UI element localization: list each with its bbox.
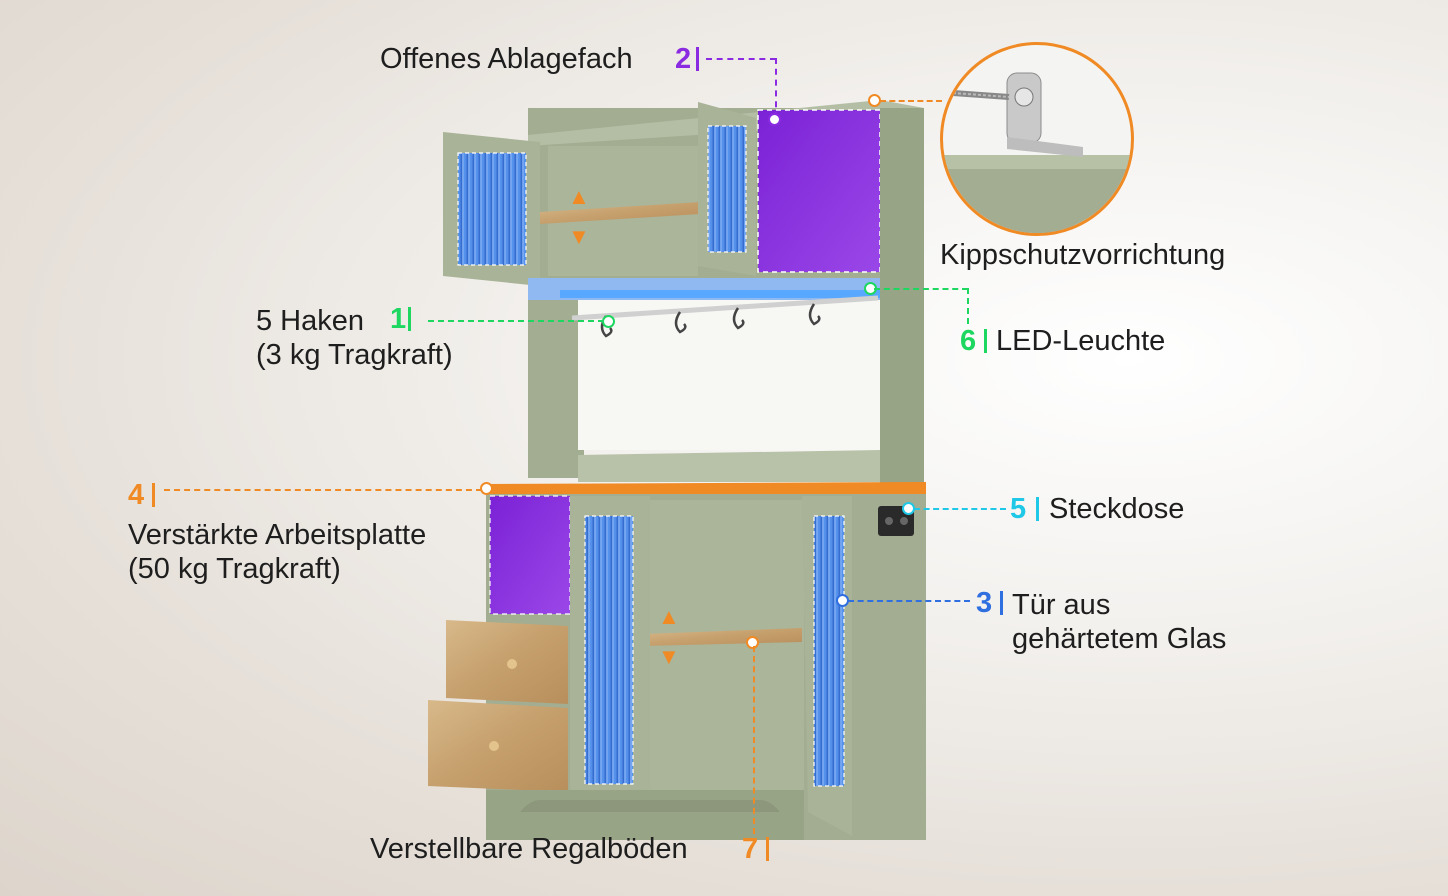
up-arrow-icon: ▲ xyxy=(568,184,590,209)
connector-line xyxy=(874,288,968,290)
connector-line xyxy=(753,646,755,834)
label-hooks-line1: 5 Haken xyxy=(256,305,365,337)
connector-line xyxy=(967,288,969,324)
marker-dot xyxy=(746,636,759,649)
label-led: LED-Leuchte xyxy=(996,325,1166,357)
connector-line xyxy=(914,508,1006,510)
marker-dot xyxy=(868,94,881,107)
label-countertop-line2: (50 kg Tragkraft) xyxy=(128,553,341,585)
lower-shelf xyxy=(644,628,802,646)
marker-dot xyxy=(768,113,781,126)
number-2: 2 xyxy=(675,43,692,75)
drawer-top[interactable] xyxy=(446,620,568,704)
middle-section xyxy=(528,278,880,482)
number-4: 4 xyxy=(128,479,145,511)
countertop xyxy=(486,482,926,496)
marker-bar xyxy=(766,837,769,861)
label-glass-door-line2: gehärtetem Glas xyxy=(1012,623,1227,655)
marker-dot xyxy=(480,482,493,495)
hook-rail xyxy=(571,295,879,321)
label-anti-tip: Kippschutzvorrichtung xyxy=(940,239,1226,271)
number-5: 5 xyxy=(1010,493,1027,525)
marker-bar xyxy=(984,329,987,353)
number-1: 1 xyxy=(390,303,407,335)
marker-bar xyxy=(696,47,699,71)
number-7: 7 xyxy=(742,833,759,865)
up-arrow-icon: ▲ xyxy=(658,604,680,629)
down-arrow-icon: ▼ xyxy=(568,224,590,249)
led-strip xyxy=(560,290,880,298)
number-6: 6 xyxy=(960,325,977,357)
connector-line xyxy=(880,100,942,102)
anti-tip-inset xyxy=(940,42,1134,236)
lower-cabinet xyxy=(428,494,926,840)
connector-line xyxy=(706,58,776,60)
label-glass-door-line1: Tür aus xyxy=(1012,589,1111,621)
label-open-compartment: Offenes Ablagefach xyxy=(380,43,633,75)
label-socket: Steckdose xyxy=(1049,493,1185,525)
down-arrow-icon: ▼ xyxy=(658,644,680,669)
marker-bar xyxy=(1000,591,1003,615)
lower-open-compartment xyxy=(489,495,571,615)
anti-tip-bracket-icon xyxy=(943,72,1131,233)
label-hooks-line2: (3 kg Tragkraft) xyxy=(256,339,453,371)
label-countertop-line1: Verstärkte Arbeitsplatte xyxy=(128,519,427,551)
connector-line xyxy=(164,489,482,491)
connector-line xyxy=(848,600,970,602)
connector-line xyxy=(428,320,604,322)
number-3: 3 xyxy=(976,587,993,619)
upper-shelf xyxy=(540,202,700,224)
marker-dot xyxy=(602,315,615,328)
label-shelves: Verstellbare Regalböden xyxy=(370,833,688,865)
connector-line xyxy=(775,58,777,118)
open-compartment xyxy=(757,109,881,273)
marker-bar xyxy=(408,307,411,331)
marker-bar xyxy=(152,483,155,507)
marker-bar xyxy=(1036,497,1039,521)
